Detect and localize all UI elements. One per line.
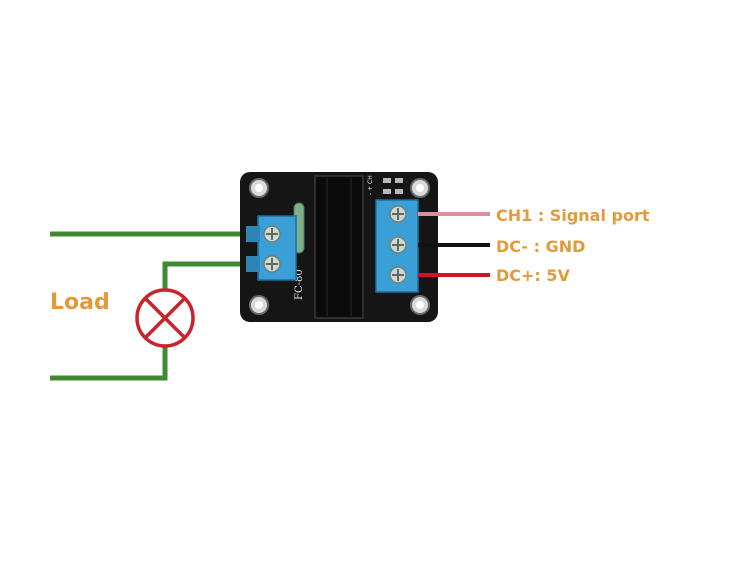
smd-component [395, 189, 403, 194]
smd-component [395, 178, 403, 183]
load-terminal-block [246, 215, 297, 281]
mounting-hole [255, 184, 263, 192]
ssr-relay-body [314, 175, 364, 319]
silkscreen-model: FC-80 [294, 269, 305, 300]
relay-board: FC-80 - + CH [240, 172, 438, 322]
mounting-holes [249, 178, 430, 315]
screw-icon [389, 266, 407, 284]
terminal-wire-slot [246, 256, 260, 272]
smd-component [383, 178, 391, 183]
load-label: Load [50, 290, 110, 315]
screw-icon [389, 205, 407, 223]
gnd-label: DC- : GND [496, 237, 586, 256]
screw-icon [263, 225, 281, 243]
screw-icon [263, 255, 281, 273]
signal-terminal-block [375, 199, 419, 293]
terminal-wire-slot [246, 226, 260, 242]
mounting-hole [416, 184, 424, 192]
smd-component [383, 189, 391, 194]
vcc-label: DC+: 5V [496, 266, 570, 285]
mounting-hole [416, 301, 424, 309]
screw-icon [389, 236, 407, 254]
lamp-cross-circle-icon [135, 288, 195, 348]
signal-port-label: CH1 : Signal port [496, 206, 650, 225]
silkscreen-right: - + CH [367, 175, 374, 195]
mounting-hole [255, 301, 263, 309]
control-wires [418, 212, 490, 277]
